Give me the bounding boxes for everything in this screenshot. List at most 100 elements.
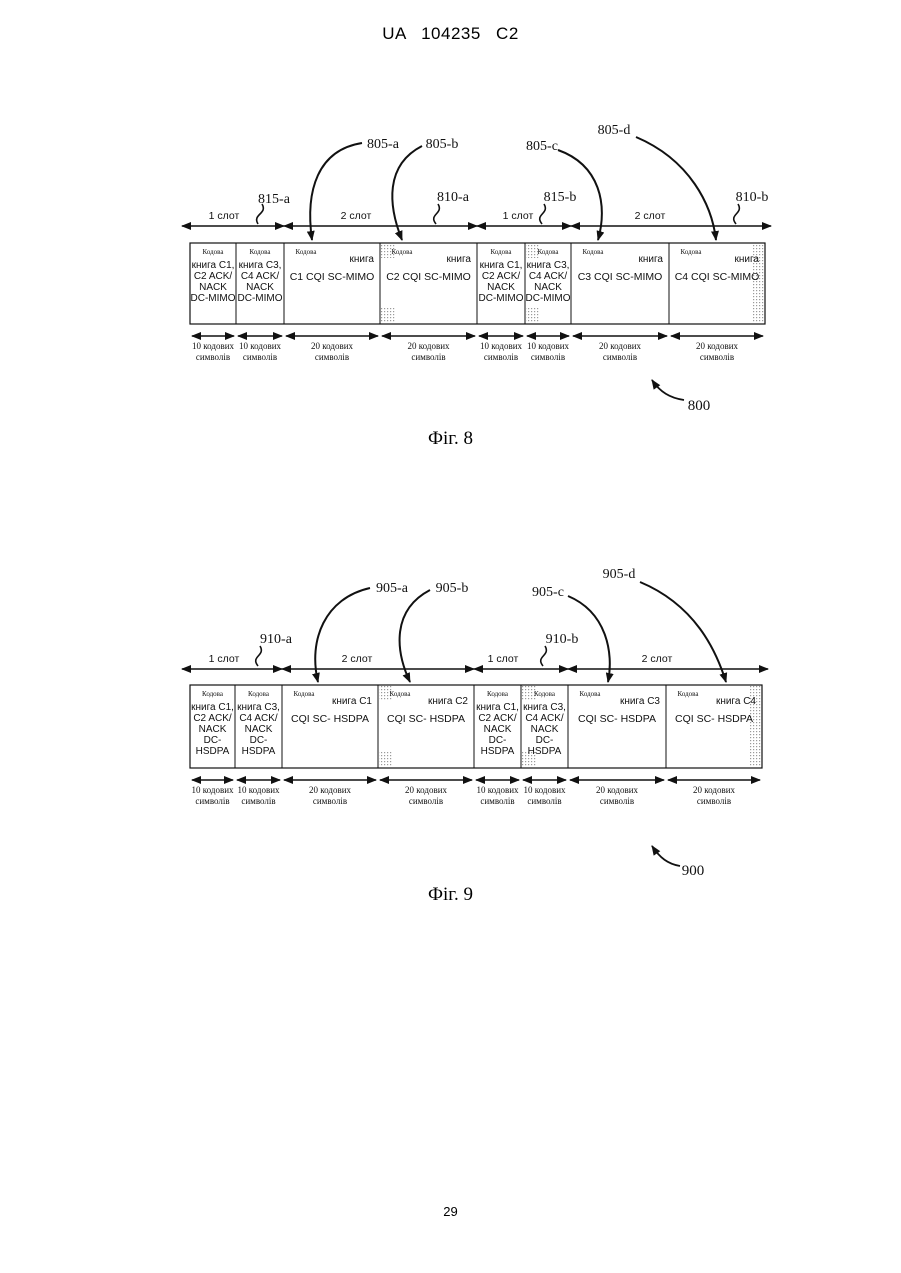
duration-label: символів [484,352,518,362]
cell-book-label: книга [350,254,375,265]
duration-label: 20 кодових [405,785,448,795]
cell-top-label: Кодова [294,690,316,698]
marker-label: 810-b [736,190,769,205]
cell-content-line: книга C1, [192,260,235,271]
cell-content-line: книга C1, [476,702,519,713]
cell-content-line: CQI SC- HSDPA [291,713,369,725]
duration-label: 10 кодових [239,341,282,351]
codebook-cell: Кодовакнига C3CQI SC- HSDPA [578,690,660,725]
slot-label: 2 слот [342,653,373,665]
duration-label: 20 кодових [599,341,642,351]
cell-book-label: книга C3 [620,696,660,707]
cell-top-label: Кодова [538,248,560,256]
cell-content-line: DC-MIMO [479,293,524,304]
duration-label: символів [315,352,349,362]
shaded-corner [381,308,395,323]
slot-label: 2 слот [341,210,372,222]
figure-8-caption: Фіг. 8 [0,428,901,450]
cell-top-label: Кодова [583,248,605,256]
duration-label: 10 кодових [523,785,566,795]
cell-top-label: Кодова [250,248,272,256]
duration-label: 20 кодових [693,785,736,795]
cell-top-label: Кодова [487,690,509,698]
cell-content-line: NACK [245,724,273,735]
reference-arrow [652,846,680,866]
slot-label: 1 слот [209,653,240,665]
cell-content-line: DC- [489,735,507,746]
cell-top-label: Кодова [392,248,414,256]
duration-label: 10 кодових [480,341,523,351]
figure-reference-number: 900 [682,863,705,879]
shaded-corner [379,752,393,767]
figure-8-diagram: Кодовакнига C1,C2 ACK/NACKDC-MIMOКодовак… [0,110,901,550]
duration-label: символів [243,352,277,362]
cell-content-line: HSDPA [242,746,276,757]
cell-content-line: HSDPA [481,746,515,757]
duration-label: 10 кодових [476,785,519,795]
cell-top-label: Кодова [202,690,224,698]
marker-label: 910-b [546,632,579,647]
marker-label: 910-a [260,632,293,647]
cell-content-line: HSDPA [528,746,562,757]
codebook-cell: КодовакнигаC4 CQI SC-MIMO [675,244,764,323]
cell-content-line: DC-MIMO [191,293,236,304]
cell-content-line: NACK [534,282,562,293]
marker-squiggle [540,204,546,224]
cell-content-line: книга C1, [480,260,523,271]
callout-arrow [636,137,716,240]
duration-label: символів [603,352,637,362]
cell-content-line: NACK [199,282,227,293]
cell-content-line: книга C3, [527,260,570,271]
callout-label: 805-c [526,139,558,154]
callout-label: 905-b [436,581,469,596]
codebook-cell: Кодовакнига C1,C2 ACK/NACKDC-MIMO [479,248,524,304]
codebook-cell: КодовакнигаC3 CQI SC-MIMO [578,248,664,283]
cell-content-line: HSDPA [196,746,230,757]
cell-content-line: C4 ACK/ [241,271,280,282]
slot-label: 1 слот [503,210,534,222]
figure-reference-number: 800 [688,398,711,414]
cell-book-label: книга [735,254,760,265]
codebook-cell: Кодовакнига C3,C4 ACK/NACKDC-HSDPA [522,686,566,767]
cell-content-line: C2 ACK/ [478,713,517,724]
cell-content-line: C4 ACK/ [525,713,564,724]
cell-content-line: NACK [246,282,274,293]
cell-content-line: NACK [199,724,227,735]
marker-squiggle [734,204,740,224]
callout-arrow [315,588,370,682]
cell-content-line: книга C1, [191,702,234,713]
cell-book-label: книга C4 [716,696,756,707]
cell-content-line: C2 ACK/ [193,713,232,724]
cell-content-line: CQI SC- HSDPA [675,713,753,725]
cell-content-line: DC-MIMO [238,293,283,304]
duration-label: символів [196,352,230,362]
callout-label: 805-a [367,137,400,152]
cell-content-line: книга C3, [523,702,566,713]
marker-label: 815-b [544,190,577,205]
duration-label: символів [411,352,445,362]
duration-label: символів [700,352,734,362]
cell-top-label: Кодова [203,248,225,256]
cell-content-line: DC- [250,735,268,746]
codebook-cell: Кодовакнига C4CQI SC- HSDPA [675,686,761,767]
figure-9-diagram: Кодовакнига C1,C2 ACK/NACKDC-HSDPAКодова… [0,560,901,900]
duration-label: символів [527,796,561,806]
codebook-cell: Кодова книга C1,C2 ACK/NACKDC-HSDPA [191,690,234,757]
duration-label: 20 кодових [696,341,739,351]
duration-label: символів [313,796,347,806]
cell-content-line: C4 ACK/ [529,271,568,282]
duration-label: 10 кодових [237,785,280,795]
callout-label: 805-b [426,137,459,152]
cell-content-line: C4 CQI SC-MIMO [675,271,760,283]
duration-label: 10 кодових [192,341,235,351]
codebook-cell: КодовакнигаC2 CQI SC-MIMO [381,244,471,323]
cell-content-line: NACK [484,724,512,735]
duration-label: 20 кодових [407,341,450,351]
cell-content-line: DC- [204,735,222,746]
codebook-cell: Кодовакнига C1CQI SC- HSDPA [291,690,372,725]
cell-content-line: C2 ACK/ [482,271,521,282]
codebook-cell: Кодовакнига C3,C4 ACK/NACKDC-HSDPA [237,690,280,757]
codebook-cell: Кодовакнига C2CQI SC- HSDPA [379,686,468,767]
cell-content-line: CQI SC- HSDPA [387,713,465,725]
patent-header: UA 104235 C2 [0,24,901,44]
